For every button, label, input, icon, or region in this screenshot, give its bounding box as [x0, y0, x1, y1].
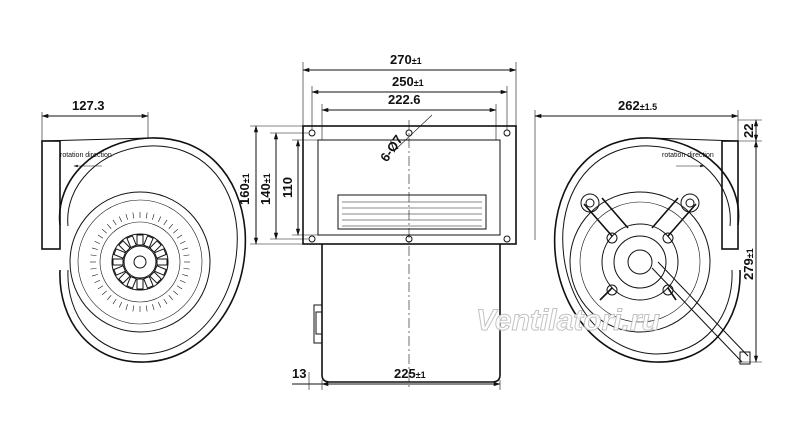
dim-right-flange: 22 — [741, 124, 756, 138]
hub-spoke — [143, 275, 154, 289]
blade-tick — [176, 234, 183, 239]
motor-bracket — [580, 193, 700, 301]
blade-tick — [94, 280, 101, 284]
dim-bottom-width: 225±1 — [394, 366, 426, 381]
blade-tick — [107, 224, 112, 229]
left-housing-scroll — [58, 137, 247, 363]
front-lower-housing — [321, 244, 501, 383]
dim-front-height-mid: 140±1 — [258, 173, 273, 205]
blade-tick — [183, 254, 190, 257]
blade-tick — [94, 240, 101, 244]
blade-tick — [132, 212, 135, 219]
right-side-view: 262±1.5 22 279±1 rotation direction — [534, 98, 762, 365]
hub-spoke — [112, 258, 124, 266]
right-housing-scroll — [553, 137, 741, 363]
front-view: 270±1 250±1 222.6 6-Ø7 160±1 140±1 110 1… — [237, 52, 517, 390]
front-outlet — [337, 194, 487, 230]
dim-hole-spec: 6-Ø7 — [377, 132, 406, 164]
blade-tick — [182, 247, 189, 250]
hub-spoke — [113, 248, 127, 259]
dim-right-height: 279±1 — [741, 248, 756, 280]
dim-bottom-offset: 13 — [292, 366, 306, 381]
blade-tick — [152, 213, 155, 220]
blade-tick — [118, 216, 122, 223]
blade-tick — [132, 305, 135, 312]
watermark: Ventilatori.ru — [476, 304, 660, 337]
hub-spoke — [143, 235, 154, 249]
blade-tick — [91, 274, 98, 277]
blade-tick — [182, 274, 189, 277]
front-outlet-grill — [342, 201, 482, 227]
blade-tick — [163, 219, 168, 226]
blade-tick — [179, 240, 186, 244]
blade-tick — [112, 219, 117, 226]
hub-spoke — [156, 258, 168, 266]
blade-tick — [168, 295, 173, 300]
blade-tick — [125, 304, 128, 311]
blade-tick — [145, 212, 148, 219]
blade-tick — [163, 298, 168, 305]
hub-spoke — [118, 271, 131, 284]
mount-holes — [308, 129, 511, 243]
blade-tick — [168, 224, 173, 229]
dim-front-mount: 250±1 — [392, 74, 424, 89]
blade-tick — [179, 280, 186, 284]
blade-tick — [90, 254, 97, 257]
blade-tick — [97, 234, 104, 239]
hub-spoke — [149, 271, 162, 284]
hub-spoke — [153, 265, 167, 276]
dim-front-total: 270±1 — [390, 52, 422, 67]
blade-tick — [158, 216, 162, 223]
impeller-spokes — [112, 234, 168, 290]
motor-body — [601, 223, 679, 301]
blade-tick — [102, 229, 107, 234]
blade-tick — [125, 213, 128, 220]
blade-tick — [173, 229, 178, 234]
dim-front-height-outer: 160±1 — [237, 173, 252, 205]
impeller-hub — [111, 233, 169, 291]
hub-spoke — [136, 278, 144, 290]
hub-spoke — [113, 265, 127, 276]
left-side-view: 127.3 rotation direction — [41, 98, 247, 363]
left-outlet-flange — [41, 140, 61, 250]
dim-left-width: 127.3 — [72, 98, 105, 113]
blade-tick — [173, 290, 178, 295]
blade-tick — [107, 295, 112, 300]
right-rotation-label: rotation direction — [662, 152, 714, 159]
hub-spoke — [153, 248, 167, 259]
left-rotation-label: rotation direction — [60, 152, 112, 159]
dim-front-height-inner: 110 — [280, 177, 295, 198]
blade-tick — [90, 267, 97, 270]
hub-spoke — [136, 234, 144, 246]
dim-front-inner: 222.6 — [388, 92, 421, 107]
dim-right-width: 262±1.5 — [618, 98, 657, 113]
hub-spoke — [126, 235, 137, 249]
blade-tick — [152, 304, 155, 311]
blade-tick — [112, 298, 117, 305]
blade-tick — [183, 267, 190, 270]
blade-tick — [97, 285, 104, 290]
front-mount-plate — [302, 125, 517, 245]
blade-tick — [102, 290, 107, 295]
motor-cable — [651, 261, 749, 363]
blade-tick — [176, 285, 183, 290]
blade-tick — [91, 247, 98, 250]
impeller-outer — [69, 191, 211, 333]
blade-tick — [118, 301, 122, 308]
hub-spoke — [149, 240, 162, 253]
hub-spoke — [126, 275, 137, 289]
hub-spoke — [118, 240, 131, 253]
blade-tick — [158, 301, 162, 308]
blade-tick — [145, 305, 148, 312]
impeller-blades — [90, 212, 190, 312]
